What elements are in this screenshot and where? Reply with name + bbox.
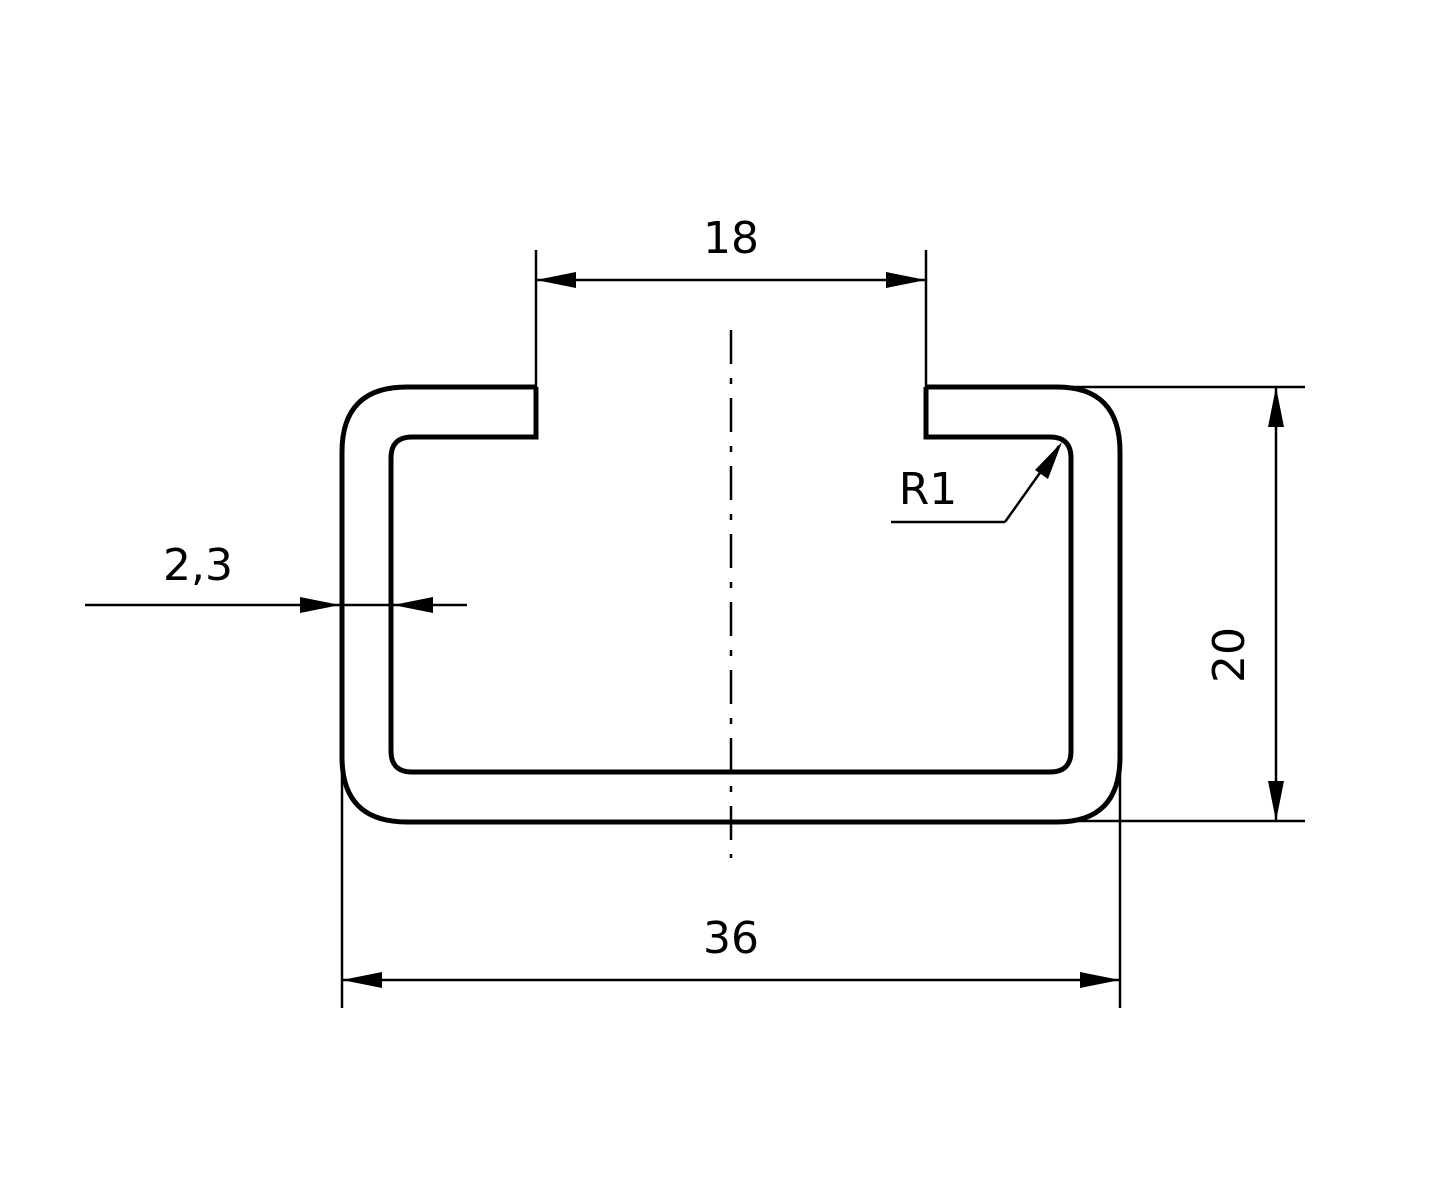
arrow-head-inner <box>393 597 433 613</box>
inner-contour <box>388 387 1074 775</box>
dimension-radius: R1 <box>891 442 1062 524</box>
arrow-head-left <box>342 972 382 988</box>
dimension-label-width: 36 <box>703 913 759 964</box>
dimension-height: 20 <box>1060 385 1305 823</box>
arrow-head-top <box>1268 387 1284 427</box>
dimension-label-wall-thickness: 2,3 <box>163 540 233 591</box>
dimension-label-radius: R1 <box>899 464 958 515</box>
arrow-head-outer <box>300 597 340 613</box>
dimension-slot-width: 18 <box>534 213 928 387</box>
dimension-label-slot-width: 18 <box>703 213 759 264</box>
arrow-head-bottom <box>1268 781 1284 821</box>
dimension-wall-thickness: 2,3 <box>85 540 467 613</box>
dimension-label-height: 20 <box>1204 627 1255 683</box>
arrow-head-left <box>536 272 576 288</box>
dimension-width: 36 <box>340 757 1122 1008</box>
arrow-head-radius <box>1035 442 1062 479</box>
arrow-head-right <box>886 272 926 288</box>
arrow-head-right <box>1080 972 1120 988</box>
